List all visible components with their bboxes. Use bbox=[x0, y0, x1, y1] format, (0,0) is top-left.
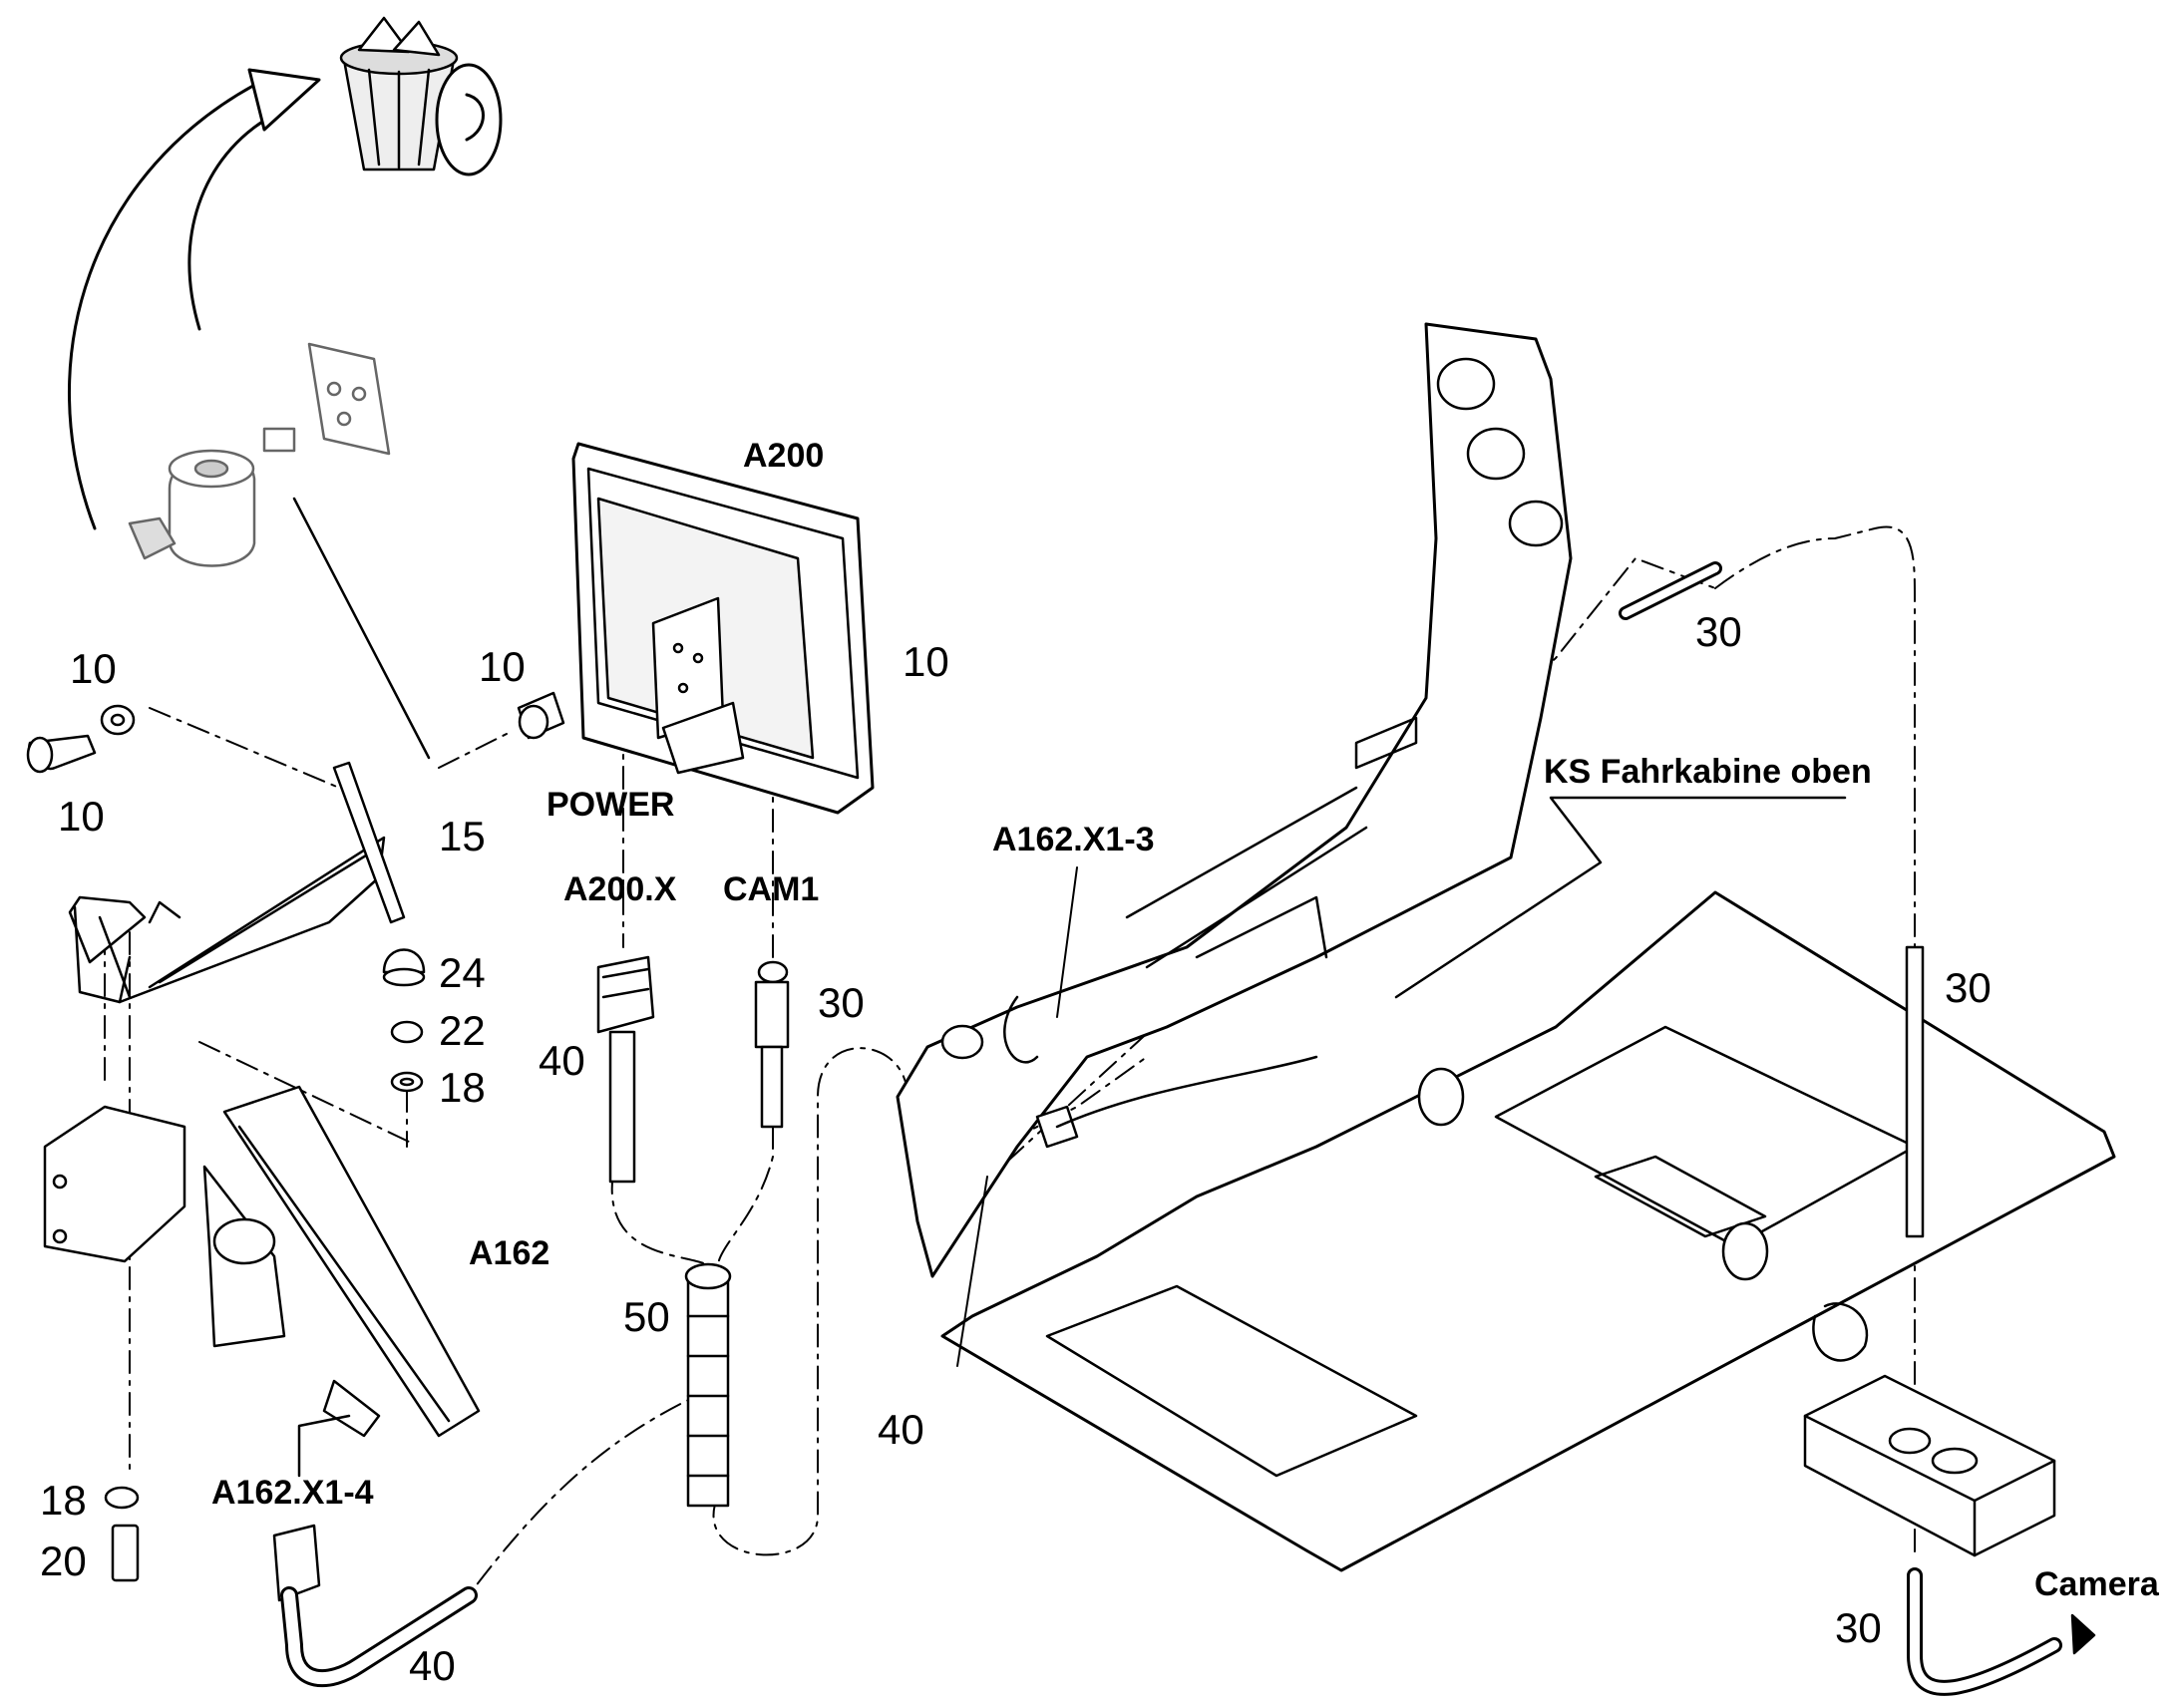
a162-terminal-mount bbox=[43, 1085, 481, 1438]
label-leaders bbox=[956, 866, 1078, 1367]
a200-display bbox=[571, 442, 875, 815]
callout-15: 15 bbox=[439, 813, 486, 859]
trash-bin-icon bbox=[339, 16, 503, 176]
callout-10-screw: 10 bbox=[58, 793, 105, 840]
a162x14-connector-cable bbox=[272, 1524, 478, 1687]
spacer-10 bbox=[517, 691, 565, 740]
label-power: POWER bbox=[546, 786, 675, 824]
leader-ks bbox=[1394, 796, 1847, 999]
callout-30-camera: 30 bbox=[1835, 1604, 1882, 1651]
callout-22: 22 bbox=[439, 1007, 486, 1054]
screw-and-washer bbox=[26, 704, 136, 774]
discard-arrow bbox=[68, 68, 321, 530]
camera-box bbox=[1803, 1374, 2056, 1557]
callout-18-nut: 18 bbox=[439, 1064, 486, 1111]
discarded-mount-parts bbox=[128, 342, 391, 567]
callout-18-washer: 18 bbox=[40, 1477, 87, 1524]
camera-cable bbox=[1907, 1567, 2096, 1696]
callout-40-power: 40 bbox=[539, 1037, 585, 1084]
label-a162x13: A162.X1-3 bbox=[992, 821, 1155, 858]
label-a162: A162 bbox=[469, 1234, 550, 1272]
label-camera: Camera bbox=[2034, 1565, 2159, 1603]
nut-stack bbox=[382, 948, 426, 1093]
leader-a162x14 bbox=[297, 1414, 351, 1478]
callout-10-washer: 10 bbox=[70, 645, 117, 692]
camera-arrow-icon bbox=[2070, 1613, 2096, 1655]
label-ks-fahrkabine-oben: KS Fahrkabine oben bbox=[1544, 753, 1872, 791]
cab-frame bbox=[896, 322, 1573, 1278]
callout-50: 50 bbox=[623, 1293, 670, 1340]
callout-30-right: 30 bbox=[1945, 964, 1992, 1011]
label-a200x: A200.X bbox=[563, 870, 677, 908]
label-cam1: CAM1 bbox=[723, 870, 820, 908]
cable-segment-30-upper bbox=[1619, 561, 1722, 620]
cable-segment-30-right bbox=[1905, 945, 1925, 1238]
callout-10-spacer: 10 bbox=[479, 643, 526, 690]
callout-30-cam: 30 bbox=[818, 979, 865, 1026]
washer-18-screw-20 bbox=[104, 1486, 140, 1582]
cable-spiral bbox=[684, 1262, 732, 1508]
callout-20: 20 bbox=[40, 1537, 87, 1584]
callout-40-a162x14: 40 bbox=[409, 1642, 456, 1689]
power-connector bbox=[596, 955, 655, 1184]
cam1-connector bbox=[754, 960, 790, 1129]
callout-30-upper: 30 bbox=[1695, 608, 1742, 655]
bracket-assembly bbox=[68, 761, 406, 1004]
callout-40-a162x13: 40 bbox=[878, 1406, 924, 1453]
label-a162x14: A162.X1-4 bbox=[211, 1474, 374, 1512]
leader-line-discard bbox=[292, 497, 431, 760]
callout-24: 24 bbox=[439, 949, 486, 996]
floor-plate bbox=[940, 890, 2116, 1572]
label-a200: A200 bbox=[743, 437, 825, 475]
callout-10-display: 10 bbox=[903, 638, 949, 685]
leader-lines bbox=[104, 525, 1916, 1596]
